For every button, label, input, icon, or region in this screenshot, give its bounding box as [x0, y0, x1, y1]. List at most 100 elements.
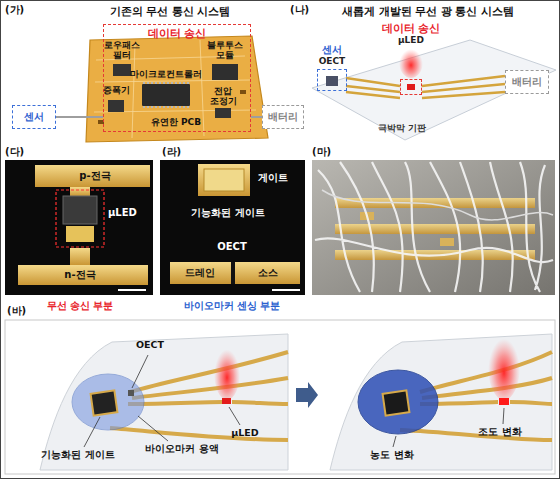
transition-arrow	[296, 382, 318, 408]
pcb-trace	[94, 40, 256, 138]
chip	[113, 64, 131, 76]
gate-pad	[198, 164, 250, 196]
led-glow	[399, 46, 423, 78]
led-glow	[488, 332, 520, 400]
dashed-frame	[400, 79, 422, 95]
panel-title: 기존의 무선 통신 시스템	[110, 5, 231, 18]
dashed-frame	[317, 69, 347, 91]
electrode-stem	[70, 248, 90, 265]
micro-led	[407, 84, 415, 90]
gate-chip	[383, 390, 410, 415]
part-label: 게이트	[258, 172, 288, 184]
electrode-label: n-전극	[64, 269, 95, 281]
board-label: 유연한 PCB	[151, 117, 201, 128]
part-label: OECT	[136, 339, 164, 350]
device-photo	[312, 160, 555, 295]
node-text: μLED	[398, 35, 424, 46]
bluetooth-chip	[212, 64, 238, 80]
node-heading: 데이터 송신	[382, 22, 441, 35]
component-label: 로우패스 필터	[102, 40, 142, 60]
panel-title: 새롭게 개발된 무선 광 통신 시스템	[342, 5, 514, 18]
micro-led-micrograph	[5, 160, 153, 295]
cable-line	[251, 116, 262, 118]
sensor-box: 센서	[12, 105, 56, 129]
node-heading: 배터리	[268, 111, 298, 123]
led-region: 데이터 송신μLED	[382, 22, 441, 95]
functionalized-gate	[204, 169, 244, 191]
state-label: 조도 변화	[478, 426, 521, 437]
electrode-label: p-전극	[79, 170, 110, 182]
regulator-chip	[215, 108, 231, 118]
chip-pins	[143, 83, 189, 107]
micrograph-background	[160, 160, 305, 295]
panel-tag: (나)	[290, 4, 309, 16]
micrograph-background	[5, 160, 153, 295]
cable-line	[56, 116, 103, 118]
component-label: 전압 조정기	[206, 86, 240, 106]
part-label: OECT	[217, 241, 247, 253]
battery-box: 배터리	[505, 70, 549, 94]
chip	[108, 100, 124, 112]
component-label: 마이크로컨트롤러	[130, 69, 202, 79]
node-text: OECT	[319, 56, 346, 67]
oect-chip	[326, 76, 338, 86]
electrode-stem	[70, 187, 90, 196]
scale-bar	[118, 289, 146, 291]
scale-bar	[272, 289, 300, 291]
component-label: 증폭기	[103, 85, 130, 95]
channel-gap	[231, 262, 235, 284]
oect-device	[128, 390, 134, 396]
passive-part	[240, 90, 246, 94]
state-label: 농도 변화	[370, 449, 413, 460]
component-label: 블루투스 모듈	[205, 40, 245, 60]
node-heading: 센서	[322, 44, 342, 56]
battery-box: 배터리	[262, 105, 304, 129]
led-pad	[66, 226, 94, 242]
n-electrode	[18, 265, 148, 285]
leader-line	[84, 355, 240, 447]
panel-caption: 바이오마커 센싱 부분	[184, 300, 281, 312]
node-heading: 배터리	[512, 76, 542, 88]
wire	[322, 190, 553, 220]
panel-tag: (라)	[162, 146, 181, 158]
micro-led	[222, 398, 231, 404]
gold-pad	[440, 238, 454, 246]
node-heading: 데이터 송신	[148, 27, 207, 40]
pcb-board	[86, 36, 268, 142]
panel-tag: (다)	[5, 146, 24, 158]
panel-tag: (바)	[5, 305, 28, 317]
oect-micrograph	[160, 160, 305, 295]
panel-tag: (마)	[312, 146, 331, 158]
part-label: 기능화된 게이트	[41, 449, 114, 460]
part-label: 기능화된 게이트	[191, 207, 264, 218]
substrate-label: 극박막 기판	[378, 123, 426, 134]
part-label: μLED	[108, 207, 137, 219]
thin-film-illustration	[312, 40, 556, 140]
led-glow	[214, 344, 240, 400]
photo-background	[312, 160, 555, 295]
node-heading: 센서	[24, 111, 44, 123]
panel-frame	[5, 320, 555, 474]
biomarker-drop	[358, 370, 438, 434]
flexible-sheet	[40, 334, 288, 470]
glow-space	[411, 45, 412, 77]
p-electrode	[35, 165, 150, 187]
drain-source-electrode	[170, 262, 300, 284]
micro-led	[499, 398, 509, 405]
gold-pattern	[335, 224, 535, 234]
highlight-frame	[56, 190, 104, 247]
electrode-label: 드레인	[185, 267, 215, 278]
microcontroller-chip	[142, 84, 190, 106]
part-label: 바이오마커 용액	[145, 443, 218, 454]
biomarker-drop	[72, 374, 144, 430]
pcb-illustration	[86, 36, 268, 142]
sensing-schematic	[5, 320, 555, 474]
panel-tag: (가)	[5, 4, 24, 16]
electrode-label: 소스	[258, 267, 278, 278]
gold-trace	[346, 76, 505, 98]
micro-led-die	[63, 196, 97, 224]
